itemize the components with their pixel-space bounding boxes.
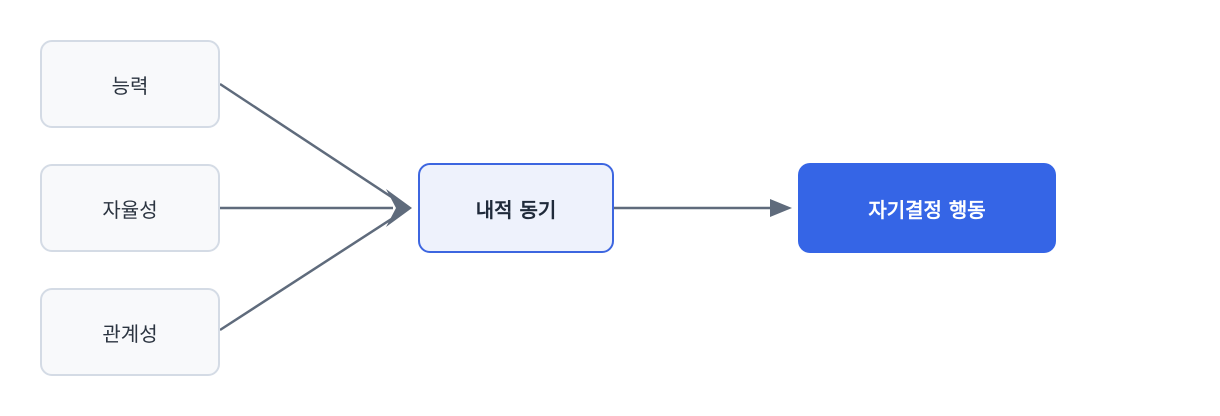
node-relatedness-label: 관계성	[102, 321, 158, 346]
node-self-determined-behavior-label: 자기결정 행동	[868, 197, 986, 222]
arrowhead-outcome	[770, 199, 792, 217]
node-relatedness: 관계성	[40, 288, 220, 376]
node-autonomy: 자율성	[40, 164, 220, 252]
node-intrinsic-motivation: 내적 동기	[418, 163, 614, 253]
node-competence-label: 능력	[111, 73, 149, 98]
edge-relatedness-to-intrinsic	[219, 216, 394, 332]
node-competence: 능력	[40, 40, 220, 128]
node-autonomy-label: 자율성	[102, 197, 158, 222]
node-self-determined-behavior: 자기결정 행동	[798, 163, 1056, 253]
node-intrinsic-motivation-label: 내적 동기	[475, 197, 557, 222]
edge-competence-to-intrinsic	[219, 82, 394, 200]
arrowhead-intrinsic	[386, 189, 412, 227]
